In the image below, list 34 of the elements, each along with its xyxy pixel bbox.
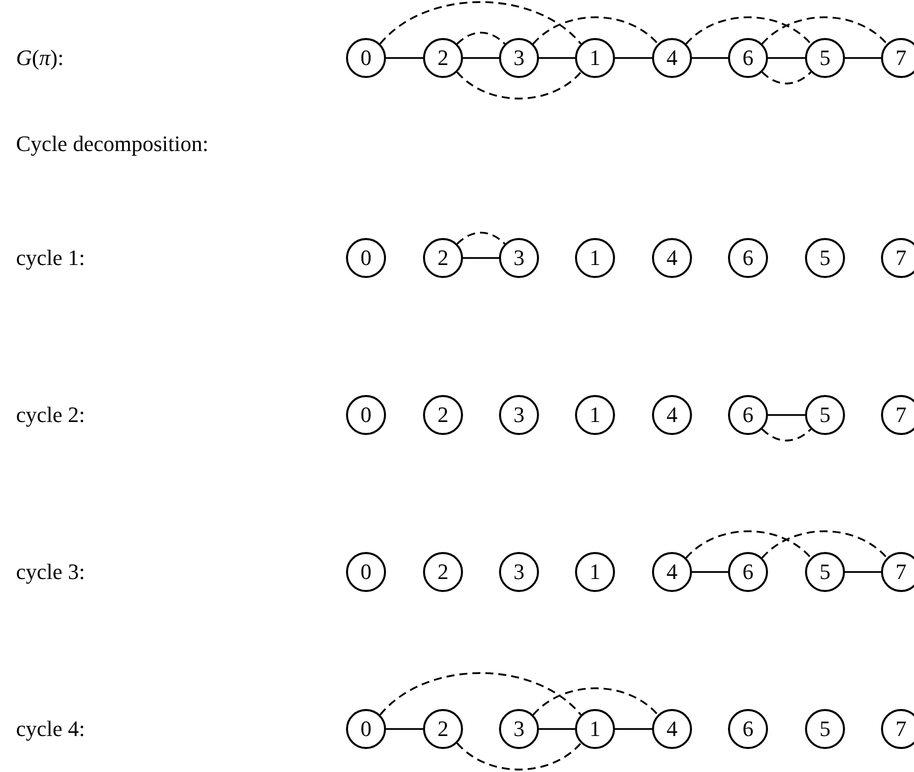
dashed-arc — [686, 530, 812, 558]
line — [386, 57, 423, 59]
dashed-arc — [686, 16, 812, 44]
line — [692, 57, 728, 59]
dashed-arc — [762, 428, 812, 442]
line — [539, 728, 575, 730]
row-label: cycle 4: — [16, 718, 86, 740]
line — [615, 57, 652, 59]
row-label: cycle 3: — [16, 561, 86, 583]
row-label: Cycle decomposition: — [16, 133, 208, 155]
dashed-arc — [456, 32, 506, 45]
row-label: cycle 1: — [16, 247, 86, 269]
line — [463, 257, 499, 259]
row-label: G(π): — [16, 47, 64, 69]
dashed-arc — [380, 1, 582, 44]
dashed-arc — [456, 72, 582, 100]
line — [768, 57, 805, 59]
dashed-arc — [762, 16, 888, 44]
line — [768, 414, 805, 416]
row-label: cycle 2: — [16, 404, 86, 426]
line — [615, 728, 652, 730]
dashed-arc — [380, 672, 582, 716]
line — [845, 57, 881, 59]
dashed-arc — [762, 71, 812, 84]
line — [463, 57, 499, 59]
dashed-arc — [456, 232, 506, 245]
line — [539, 57, 575, 59]
line — [386, 728, 423, 730]
dashed-arc — [532, 687, 658, 716]
line — [845, 571, 881, 573]
dashed-arc — [762, 530, 888, 558]
dashed-arc — [532, 16, 658, 44]
dashed-arc — [456, 742, 582, 770]
line — [692, 571, 728, 573]
